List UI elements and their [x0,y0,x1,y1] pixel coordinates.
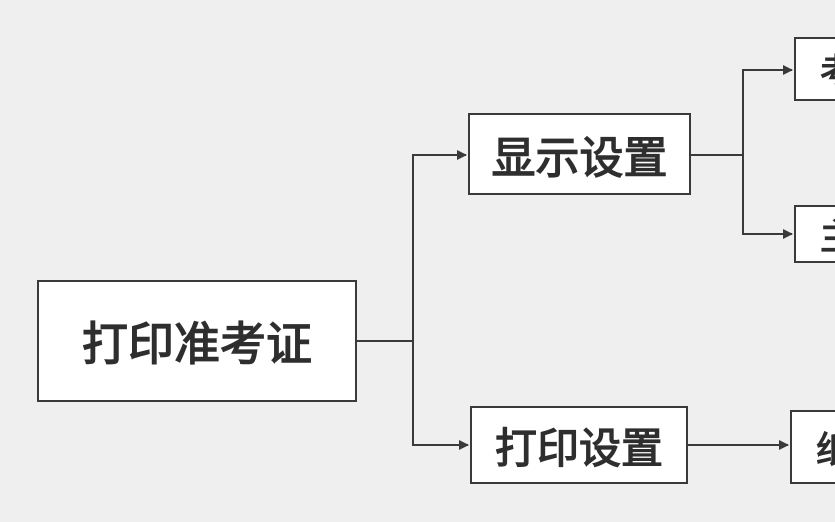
root-node: 打印准考证 [37,280,357,402]
root-node-label: 打印准考证 [82,317,312,371]
display-leaf-label-1: 考 [820,43,835,95]
display-to-leaf1-arrow [691,65,793,156]
display-settings-node: 显示设置 [468,113,691,195]
display-settings-label: 显示设置 [491,133,668,184]
print-leaf-node-1: 纸 [790,410,835,484]
print-settings-node: 打印设置 [470,406,688,484]
root-to-display-arrow [357,150,467,342]
display-leaf-node-2: 主 [794,205,835,263]
display-to-leaf2-arrow [742,155,793,239]
display-leaf-label-2: 主 [820,208,835,260]
root-to-print-arrow [412,341,469,450]
display-leaf-node-1: 考 [794,37,835,101]
print-leaf-label-1: 纸 [816,421,835,473]
print-settings-label: 打印设置 [494,423,663,473]
